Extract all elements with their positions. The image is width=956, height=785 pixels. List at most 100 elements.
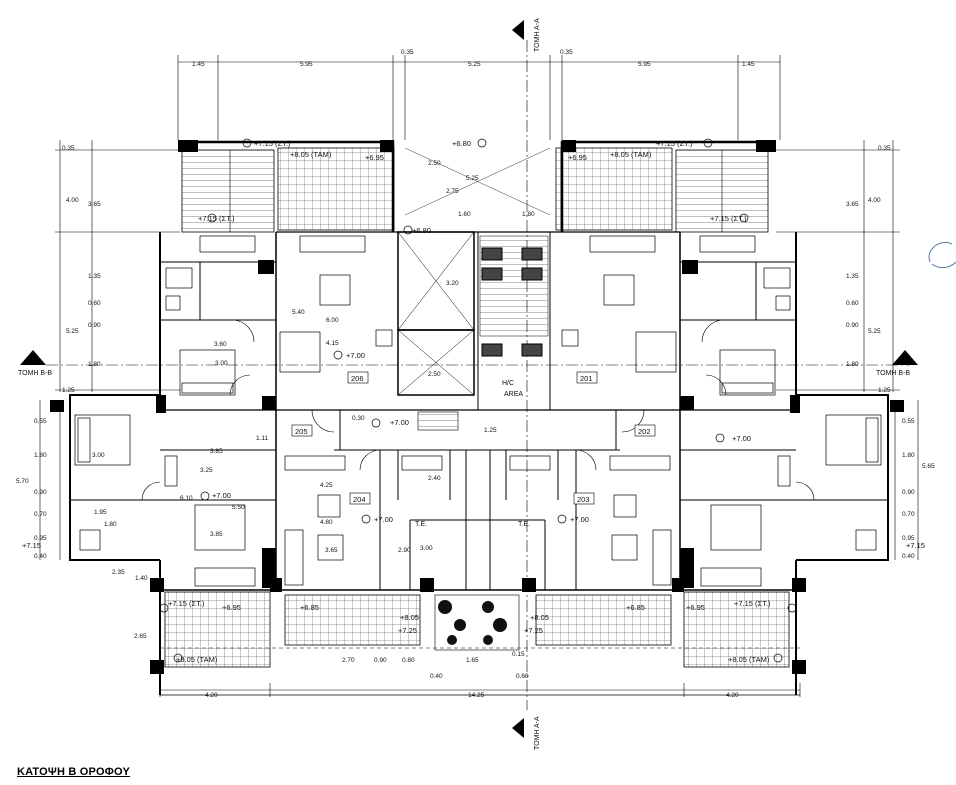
unit-205: 205 [295, 427, 308, 436]
room-dim-14: 2.40 [428, 475, 441, 482]
top-dimension-chain [177, 55, 781, 140]
level-markers [159, 138, 797, 663]
room-dim-27: 1.95 [94, 509, 107, 516]
elev-level-204: +7.00 [374, 515, 393, 524]
dim-top-1: 5.95 [300, 61, 313, 68]
room-dim-2: 3.00 [92, 452, 105, 459]
dim-left-1: 4.00 [66, 197, 79, 204]
room-dim-16: 3.00 [420, 545, 433, 552]
room-dim-36: 0.15 [512, 651, 525, 658]
dim-top-2: 0.35 [401, 49, 414, 56]
dim-left-6: 5.25 [66, 328, 79, 335]
room-dim-3: 3.85 [210, 448, 223, 455]
elev-b3: +6.95 [686, 603, 705, 612]
dim-bottom-2: 4.20 [726, 692, 739, 699]
elev-stair-right: +7.15 (ΣΤ.) [710, 214, 747, 223]
dim-right-lower-5: 0.95 [902, 535, 915, 542]
elev-b2: +6.85 [300, 603, 319, 612]
room-dim-19: 5.25 [466, 175, 479, 182]
elev-b8: +7.25 [524, 626, 543, 635]
bottom-dimension-chain [159, 683, 801, 697]
room-dim-11: 4.15 [326, 340, 339, 347]
elev-stair-left: +7.15 (ΣΤ.) [198, 214, 235, 223]
dim-right-lower-3: 0.90 [902, 489, 915, 496]
room-dim-18: 2.75 [446, 188, 459, 195]
room-dim-6: 4.25 [320, 482, 333, 489]
bottom-terraces [160, 591, 800, 668]
room-dim-10: 5.40 [292, 309, 305, 316]
dim-right-lower-1: 1.80 [902, 452, 915, 459]
elev-b7: +7.25 [398, 626, 417, 635]
room-dim-35: 1.65 [466, 657, 479, 664]
room-dim-12: 6.10 [180, 495, 193, 502]
unit-numbers: 201 202 203 204 205 206 [291, 371, 656, 505]
unit-201: 201 [580, 374, 593, 383]
dim-bottom-0: 4.20 [205, 692, 218, 699]
label-area: AREA [504, 391, 523, 398]
top-dimension-values: 1.45 5.95 0.35 5.25 0.35 5.95 1.45 [192, 49, 755, 68]
dim-top-6: 1.45 [742, 61, 755, 68]
section-bb-left-label: ΤΟΜΗ Β-Β [18, 370, 52, 377]
elev-b6: +8.05 [530, 613, 549, 622]
unit-204: 204 [353, 495, 366, 504]
dim-right-5: 0.90 [846, 322, 859, 329]
room-dim-17: 2.50 [428, 160, 441, 167]
section-aa-top-label: ΤΟΜΗ Α-Α [534, 18, 541, 52]
dim-top-0: 1.45 [192, 61, 205, 68]
dim-right-lower-0: 0.55 [902, 418, 915, 425]
elev-level-mid: +7.00 [390, 418, 409, 427]
room-dim-30: 1.40 [135, 575, 148, 582]
room-dim-21: 1.80 [522, 211, 535, 218]
dim-left-5: 0.90 [88, 322, 101, 329]
room-dim-0: 3.00 [215, 360, 228, 367]
section-aa-bottom: ΤΟΜΗ Α-Α [512, 716, 541, 750]
top-terraces [181, 147, 769, 233]
room-dim-13: 5.50 [232, 504, 245, 511]
dim-left-lower-6: 0.40 [34, 553, 47, 560]
elev-level-left: +7.00 [212, 491, 231, 500]
signature-mark [928, 242, 956, 269]
elevation-labels: +7.15 (ΣΤ.) +7.15 (ΣΤ.) +6.80 +8.05 (ΤΑΜ… [22, 139, 925, 664]
elev-t2: +6.95 [568, 153, 587, 162]
planter-trees [434, 594, 520, 651]
room-dim-1: 3.60 [214, 341, 227, 348]
dim-left-3: 1.35 [88, 273, 101, 280]
drawing-title: ΚΑΤΟΨΗ Β ΟΡΟΦΟΥ [17, 766, 131, 778]
dim-left-0: 0.35 [62, 145, 75, 152]
room-dimensions: 3.00 3.60 3.00 3.85 3.25 3.85 4.25 4.80 … [92, 160, 535, 680]
unit-203: 203 [577, 495, 590, 504]
unit-202: 202 [638, 427, 651, 436]
elev-bottom-left: +7.15 (ΣΤ.) [168, 599, 205, 608]
central-core [397, 231, 551, 431]
room-dim-25: 0.30 [352, 415, 365, 422]
elev-b4: +6.85 [626, 603, 645, 612]
dim-right-8: 1.25 [878, 387, 891, 394]
elev-slab-right: +8.05 (ΤΑΜ) [610, 150, 652, 159]
room-dim-28: 1.80 [104, 521, 117, 528]
label-te-right: T.E. [518, 521, 530, 528]
dim-left-8: 1.25 [62, 387, 75, 394]
dim-right-0: 0.35 [878, 145, 891, 152]
elev-roof-right: +7.15 (ΣΤ.) [656, 139, 693, 148]
room-dim-7: 4.80 [320, 519, 333, 526]
elev-b5: +8.05 [400, 613, 419, 622]
elev-level-706: +7.00 [346, 351, 365, 360]
room-dim-29: 2.35 [112, 569, 125, 576]
dim-right-1: 4.00 [868, 197, 881, 204]
elev-side-left: +7.15 [22, 541, 41, 550]
elev-level-203: +7.00 [570, 515, 589, 524]
bottom-dimension-values: 4.20 14.25 4.20 [205, 692, 739, 699]
room-dim-22: 3.20 [446, 280, 459, 287]
dim-left-2: 3.65 [88, 201, 101, 208]
furniture [74, 235, 882, 587]
dim-right-4: 0.60 [846, 300, 859, 307]
room-dim-5: 3.85 [210, 531, 223, 538]
room-dim-31: 2.65 [134, 633, 147, 640]
dim-right-2: 3.65 [846, 201, 859, 208]
room-dim-33: 0.90 [374, 657, 387, 664]
elev-side-right: +7.15 [906, 541, 925, 550]
interior-walls [70, 261, 888, 590]
dim-left-4: 0.60 [88, 300, 101, 307]
dim-right-lower-6: 0.40 [902, 553, 915, 560]
